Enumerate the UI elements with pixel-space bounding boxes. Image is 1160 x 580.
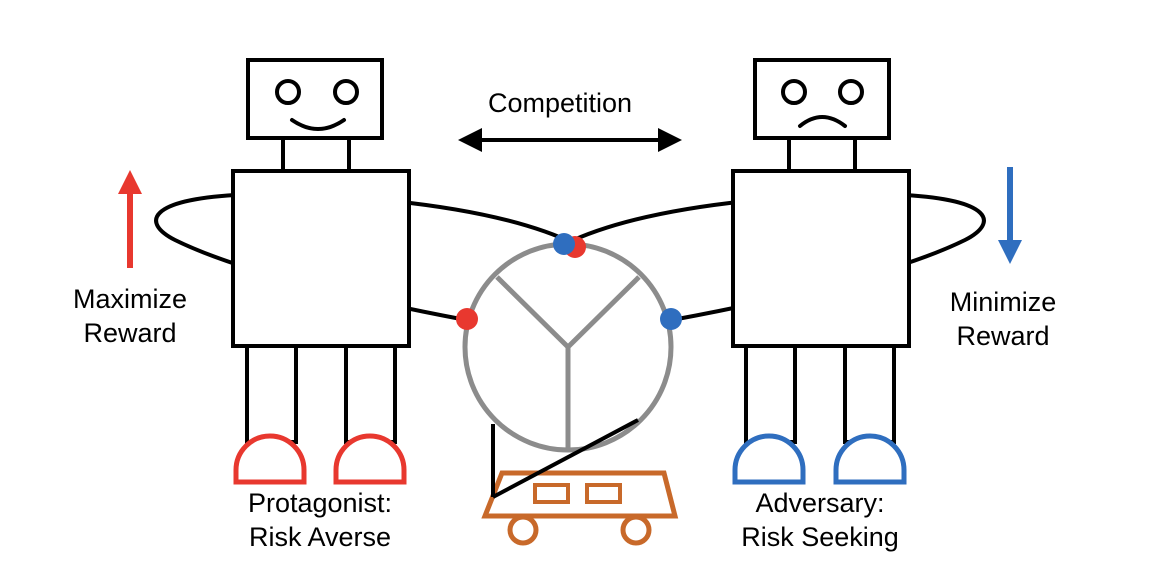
minimize-line-1: Minimize [949, 287, 1057, 317]
minimize-down-arrow [998, 167, 1022, 264]
maximize-reward-label: Maximize Reward [40, 282, 220, 350]
adversary-label: Adversary: Risk Seeking [700, 486, 940, 554]
competition-label: Competition [487, 88, 633, 118]
protagonist-smile-icon [290, 118, 346, 131]
cart-icon [481, 470, 679, 546]
adversary-hand-dot [553, 233, 575, 255]
protagonist-leg [344, 344, 397, 444]
protagonist-label: Protagonist: Risk Averse [200, 486, 440, 554]
adversary-frown-icon [798, 115, 847, 128]
adversary-leg [744, 344, 797, 444]
protagonist-foot [333, 433, 407, 485]
adversary-line-2: Risk Seeking [741, 522, 899, 552]
adversary-robot [564, 58, 986, 485]
adversary-foot [732, 433, 806, 485]
adversary-line-1: Adversary: [755, 488, 885, 518]
protagonist-line-1: Protagonist: [247, 488, 393, 518]
adversary-hand-dot [660, 308, 682, 330]
protagonist-body [231, 169, 411, 348]
competition-arrow [458, 128, 682, 152]
adversary-body [731, 169, 911, 348]
protagonist-neck [281, 136, 351, 173]
protagonist-head [246, 58, 384, 140]
adversary-leg [843, 344, 896, 444]
maximize-line-2: Reward [83, 318, 177, 348]
maximize-line-1: Maximize [72, 284, 187, 314]
adversary-right-eye [838, 79, 864, 105]
protagonist-left-eye [275, 79, 301, 105]
protagonist-hand-dot [456, 308, 478, 330]
protagonist-robot [154, 58, 576, 485]
wheel-cart-links [491, 418, 639, 499]
steering-wheel-icon [462, 241, 674, 453]
protagonist-line-2: Risk Averse [248, 522, 392, 552]
adversary-neck [787, 136, 857, 173]
adversary-left-eye [781, 79, 807, 105]
protagonist-leg [245, 344, 298, 444]
adversary-head [753, 58, 891, 140]
protagonist-right-eye [333, 79, 359, 105]
minimize-reward-label: Minimize Reward [913, 285, 1093, 353]
maximize-up-arrow [118, 170, 142, 268]
minimize-line-2: Reward [956, 321, 1050, 351]
protagonist-foot [233, 433, 307, 485]
adversary-foot [833, 433, 907, 485]
